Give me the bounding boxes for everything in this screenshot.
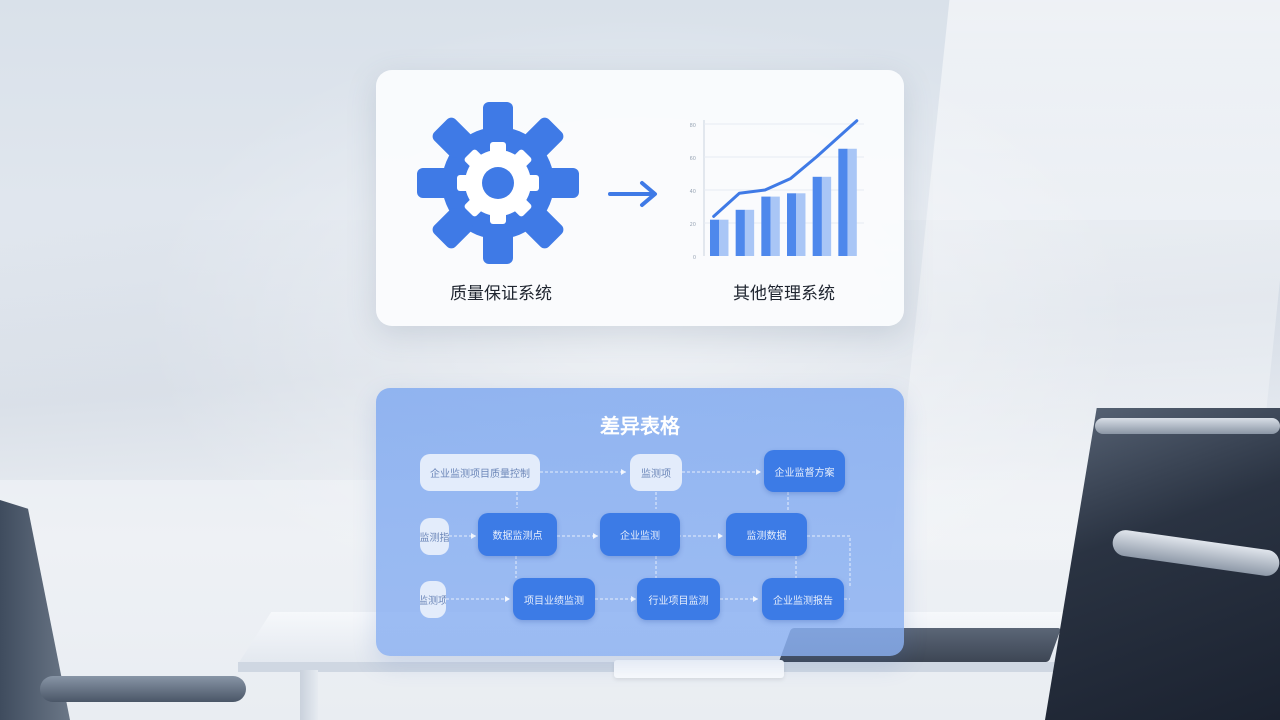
flow-node: 监测数据 [726, 513, 807, 556]
bar-highlight [796, 193, 806, 256]
flow-node: 监测指 [420, 518, 449, 555]
bar-highlight [821, 176, 832, 256]
difference-table-title: 差异表格 [600, 414, 680, 438]
flow-node: 项目业绩监测 [513, 578, 595, 620]
bar [838, 148, 848, 256]
flow-node: 企业监测 [600, 513, 680, 556]
y-tick-label: 40 [690, 189, 696, 195]
flow-node: 企业监测报告 [762, 578, 844, 620]
chair-frame-right [1095, 418, 1280, 434]
flow-node: 监测项 [420, 581, 446, 618]
trend-line [712, 119, 859, 218]
bar [761, 196, 771, 256]
flow-connectors [446, 469, 851, 602]
flow-node: 行业项目监测 [637, 578, 720, 620]
gear-icon [417, 102, 579, 264]
difference-table-card: 差异表格 [376, 388, 904, 656]
desk-leg [300, 670, 318, 720]
flow-node: 数据监测点 [478, 513, 557, 556]
bar [710, 219, 720, 256]
bar-highlight [719, 219, 729, 256]
bar [787, 193, 797, 256]
growth-chart: 0 20 40 60 80 [690, 119, 864, 261]
flow-node: 监测项 [630, 454, 682, 491]
arrow-right-icon [608, 178, 660, 210]
y-tick-label: 80 [690, 123, 696, 129]
bar [812, 176, 822, 256]
paper-sheet [614, 660, 784, 678]
bar [735, 209, 745, 256]
bar-highlight [847, 148, 857, 256]
bar-highlight [770, 196, 780, 256]
quality-system-label: 质量保证系统 [450, 284, 552, 304]
y-tick-label: 60 [690, 156, 696, 162]
y-tick-label: 0 [693, 255, 696, 261]
system-comparison-card: 0 20 40 60 80 质量保证系统 其他管理系统 [376, 70, 904, 326]
flow-node: 企业监测项目质量控制 [420, 454, 540, 491]
other-system-label: 其他管理系统 [733, 284, 835, 304]
chair-armrest-left [40, 676, 246, 702]
bar-highlight [744, 209, 755, 256]
flow-node: 企业监督方案 [764, 450, 845, 492]
y-tick-label: 20 [690, 222, 696, 228]
